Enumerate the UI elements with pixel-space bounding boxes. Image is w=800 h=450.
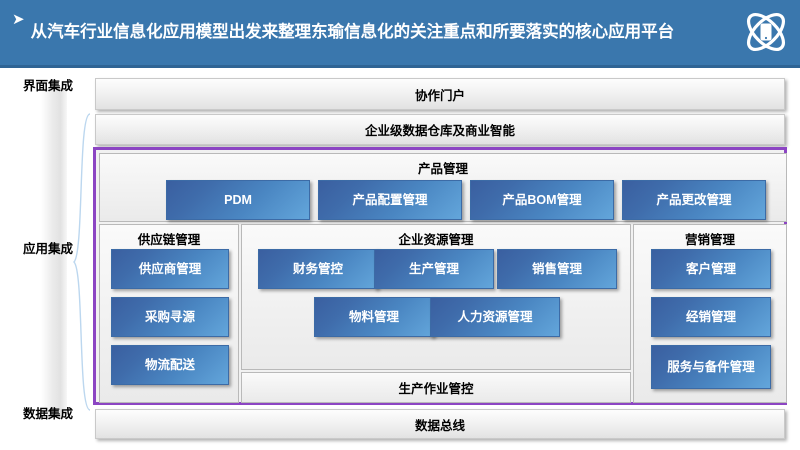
bar-data-bus[interactable]: 数据总线 — [95, 409, 785, 439]
page-title: 从汽车行业信息化应用模型出发来整理东瑜信息化的关注重点和所要落实的核心应用平台 — [30, 23, 675, 42]
tile-product-configuration-management[interactable]: 产品配置管理 — [318, 180, 462, 220]
tile-human-resource-management[interactable]: 人力资源管理 — [430, 297, 560, 337]
group-title-enterprise-resource: 企业资源管理 — [398, 233, 474, 247]
group-manufacturing-execution[interactable]: 生产作业管控 — [241, 372, 631, 403]
tile-logistics-distribution[interactable]: 物流配送 — [111, 345, 229, 385]
group-title-manufacturing-execution: 生产作业管控 — [398, 382, 474, 396]
tile-financial-management[interactable]: 财务管控 — [258, 249, 378, 289]
bar-collaboration-portal[interactable]: 协作门户 — [95, 78, 785, 110]
header-underline — [0, 65, 800, 68]
application-layer-brace — [72, 112, 92, 412]
side-label-ui-integration: 界面集成 — [22, 79, 73, 93]
group-title-marketing: 营销管理 — [684, 233, 735, 247]
tile-production-management[interactable]: 生产管理 — [374, 249, 494, 289]
tile-product-bom-management[interactable]: 产品BOM管理 — [470, 180, 614, 220]
tile-material-management[interactable]: 物料管理 — [314, 297, 434, 337]
tile-supplier-management[interactable]: 供应商管理 — [111, 249, 229, 289]
group-marketing-management: 营销管理 客户管理 经销管理 服务与备件管理 — [633, 224, 787, 403]
group-product-management: 产品管理 PDM 产品配置管理 产品BOM管理 产品更改管理 — [99, 153, 787, 222]
side-label-app-integration: 应用集成 — [22, 242, 73, 256]
tile-service-spare-parts-management[interactable]: 服务与备件管理 — [651, 345, 771, 389]
group-supply-chain-management: 供应链管理 供应商管理 采购寻源 物流配送 — [99, 224, 239, 403]
tile-product-change-management[interactable]: 产品更改管理 — [622, 180, 766, 220]
tile-sales-management[interactable]: 销售管理 — [497, 249, 617, 289]
bar-data-warehouse-bi[interactable]: 企业级数据仓库及商业智能 — [95, 114, 785, 145]
side-label-data-integration: 数据集成 — [22, 407, 73, 421]
group-title-supply-chain: 供应链管理 — [137, 233, 201, 247]
application-layer-container: 产品管理 PDM 产品配置管理 产品BOM管理 产品更改管理 供应链管理 供应商… — [93, 147, 787, 405]
group-enterprise-resource-management: 企业资源管理 财务管控 生产管理 销售管理 物料管理 人力资源管理 — [241, 224, 631, 370]
tile-dealer-management[interactable]: 经销管理 — [651, 297, 771, 337]
bullet-arrow-icon: ➤ — [12, 11, 25, 28]
tile-customer-management[interactable]: 客户管理 — [651, 249, 771, 289]
tile-procurement-sourcing[interactable]: 采购寻源 — [111, 297, 229, 337]
tile-pdm[interactable]: PDM — [166, 180, 310, 220]
group-title-product-management: 产品管理 — [417, 162, 468, 176]
atom-mobile-logo-icon — [740, 6, 792, 58]
slide-header: ➤ 从汽车行业信息化应用模型出发来整理东瑜信息化的关注重点和所要落实的核心应用平… — [0, 0, 800, 65]
integration-band — [41, 88, 67, 418]
